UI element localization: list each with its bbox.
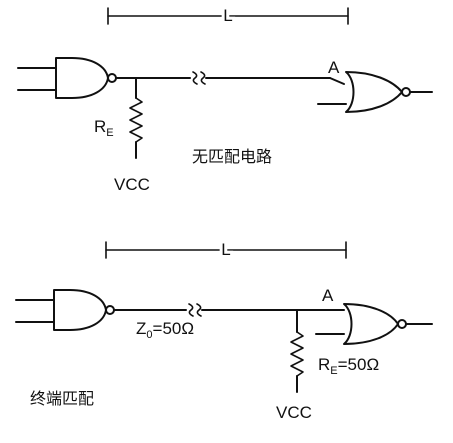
- top-node-label: A: [328, 58, 340, 77]
- bottom-impedance-label: Z0=50Ω: [136, 319, 194, 341]
- bottom-length-label: L: [221, 240, 230, 259]
- bottom-circuit: L A Z0=50Ω RE=50Ω V: [15, 237, 433, 422]
- bottom-length-dimension: L: [105, 237, 347, 262]
- top-vcc-label: VCC: [114, 175, 150, 194]
- bottom-receiver-nor-gate: [343, 303, 433, 345]
- bottom-caption: 终端匹配: [30, 389, 94, 408]
- top-caption: 无匹配电路: [192, 147, 272, 166]
- bottom-node-label: A: [322, 286, 334, 305]
- top-receiver-nor-gate: [345, 71, 433, 113]
- bottom-transmission-line: [113, 303, 345, 335]
- bottom-resistor-label: RE=50Ω: [318, 355, 379, 377]
- top-circuit: L A RE VCC: [17, 3, 433, 194]
- bottom-driver-nand-gate: [15, 289, 115, 331]
- top-resistor-label: RE: [94, 117, 114, 139]
- top-pullup-resistor: [129, 77, 143, 159]
- top-length-dimension: L: [107, 3, 349, 28]
- top-transmission-line: [115, 71, 347, 105]
- top-driver-nand-gate: [17, 57, 117, 99]
- bottom-termination-resistor: [290, 309, 304, 393]
- top-length-label: L: [223, 6, 232, 25]
- bottom-vcc-label: VCC: [276, 403, 312, 422]
